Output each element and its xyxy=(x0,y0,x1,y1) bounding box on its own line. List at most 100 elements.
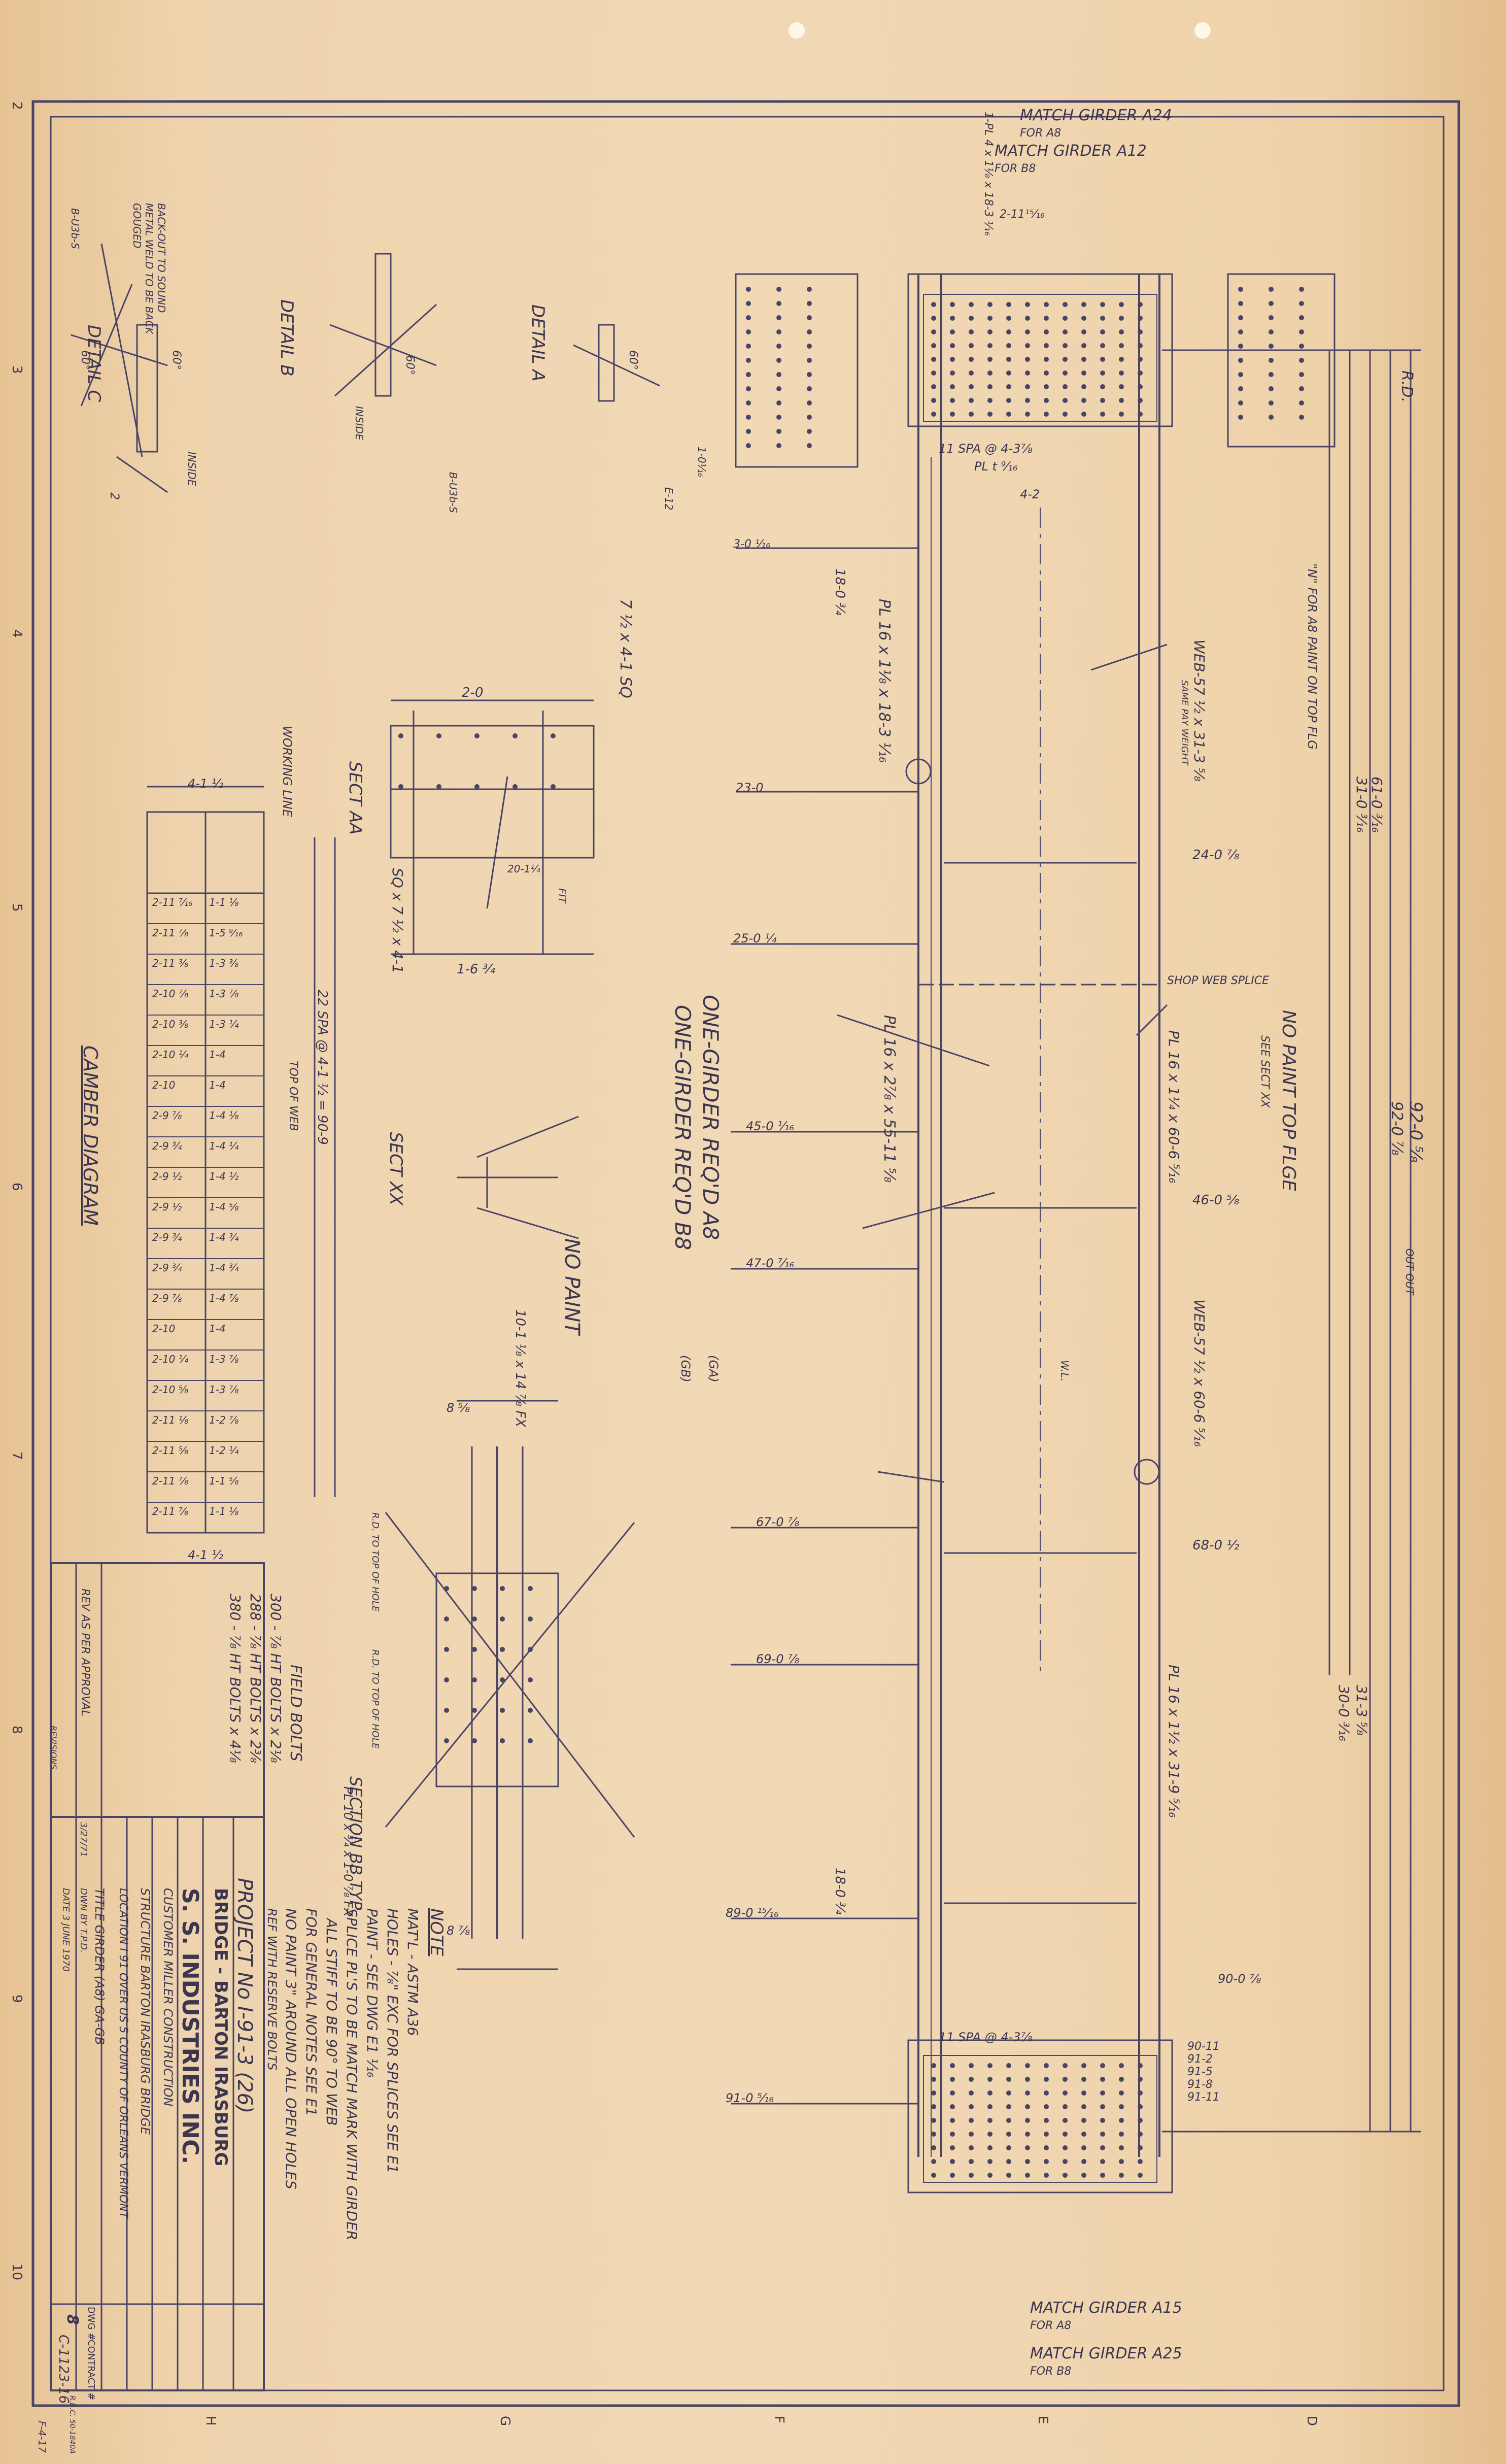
bolt-hole xyxy=(950,329,955,334)
bolt-hole xyxy=(1006,2145,1011,2150)
bolt-hole xyxy=(950,2077,955,2082)
bolt-hole xyxy=(1138,384,1143,389)
girder-reqd-a: ONE-GIRDER REQ'D A8 xyxy=(698,995,723,1240)
station: 69-0 ⅞ xyxy=(756,1652,800,1666)
bolt-hole xyxy=(1081,2063,1086,2068)
bolt-hole xyxy=(1269,301,1274,306)
rd-label: R.D. xyxy=(1398,370,1416,403)
web-top-callout: WEB-57 ½ x 31-3 ⁵⁄₈ xyxy=(1191,639,1208,782)
bolt-hole xyxy=(776,358,781,363)
bolt-hole xyxy=(474,733,480,738)
bolt-hole xyxy=(950,398,955,403)
bolt-hole xyxy=(512,733,518,738)
bolt-hole xyxy=(1081,2077,1086,2082)
bolt-hole xyxy=(987,343,992,348)
bolt-hole xyxy=(776,386,781,391)
right-dim: 92-0 ⅞ xyxy=(1388,1101,1406,1156)
border-number: 7 xyxy=(9,1452,24,1460)
sect-aa-dim: 2-0 xyxy=(462,685,484,700)
bolt-hole xyxy=(1119,316,1124,321)
station: 18-0 ¾ xyxy=(832,1868,847,1915)
camber-cell: 1-4 ⅝ xyxy=(209,1201,239,1213)
bolt-hole xyxy=(444,1647,449,1652)
revision-entry: REV AS PER APPROVAL xyxy=(79,1589,91,1716)
bolt-hole xyxy=(444,1677,449,1682)
bolt-hole xyxy=(500,1586,505,1591)
bolt-hole xyxy=(1119,412,1124,417)
bolt-hole xyxy=(776,372,781,377)
bolt-hole xyxy=(950,2173,955,2178)
bolt-hole xyxy=(528,1677,533,1682)
bolt-hole xyxy=(776,400,781,406)
bolt-hole xyxy=(776,443,781,448)
camber-cell: 1-4 ½ xyxy=(209,1170,239,1183)
girder-gb: (GB) xyxy=(678,1355,693,1382)
section-bb-rd2: R.D. TO TOP OF HOLE xyxy=(370,1649,381,1749)
camber-cell: 2-11 ⁷⁄₈ xyxy=(152,927,189,939)
bolt-hole xyxy=(1063,2132,1068,2137)
bolt-hole xyxy=(1044,357,1049,362)
bolt-hole xyxy=(436,784,441,789)
bolt-hole xyxy=(1044,343,1049,348)
dwg-label: DWG # xyxy=(86,2307,96,2341)
camber-cell: 1-4 xyxy=(209,1049,226,1061)
bolt-hole xyxy=(1063,2145,1068,2150)
contract-label: CONTRACT # xyxy=(86,2340,96,2401)
bolt-hole xyxy=(1238,329,1243,334)
field-bolts-line: 380 - ⅞ HT BOLTS x 4⅛ xyxy=(227,1594,244,1763)
drawn-by: DWN BY T.P.D. xyxy=(78,1888,89,1953)
bolt-hole xyxy=(1006,2077,1011,2082)
sect-aa-dim: 1-6 ¾ xyxy=(457,962,495,977)
bolt-hole xyxy=(987,2118,992,2123)
bolt-hole xyxy=(500,1708,505,1713)
pay-weight-note: SAME PAY WEIGHT xyxy=(1179,680,1190,766)
bolt-hole xyxy=(1138,2063,1143,2068)
drawing-number: C-1123-16 xyxy=(56,2335,71,2404)
sect-aa-sq: SQ x 7 ½ x 4-1 xyxy=(389,868,406,974)
bolt-hole xyxy=(1138,2118,1143,2123)
bolt-hole xyxy=(1081,2104,1086,2109)
bolt-hole xyxy=(1299,315,1304,320)
bolt-hole xyxy=(950,2090,955,2096)
bolt-hole xyxy=(807,301,812,306)
bolt-hole xyxy=(969,302,974,307)
bolt-hole xyxy=(969,370,974,376)
camber-cell: 2-9 ⅞ xyxy=(152,1109,182,1122)
bolt-hole xyxy=(1006,398,1011,403)
bolt-hole xyxy=(1100,2118,1105,2123)
bolt-hole xyxy=(1025,2104,1030,2109)
bolt-hole xyxy=(1063,343,1068,348)
bolt-hole xyxy=(807,287,812,292)
bolt-hole xyxy=(807,415,812,420)
camber-cell: 2-10 xyxy=(152,1079,176,1091)
bolt-hole xyxy=(1025,329,1030,334)
bolt-hole xyxy=(1119,2159,1124,2164)
right-dim: 92-0 ⁵⁄₈ xyxy=(1406,1101,1426,1163)
bolt-hole xyxy=(969,2145,974,2150)
bolt-hole xyxy=(1119,370,1124,376)
project-number: PROJECT No I-91-3 (26) xyxy=(233,1878,256,2114)
splice-spacing-top: 11 SPA @ 4-3⅞ xyxy=(939,442,1033,456)
right-dim: 24-0 ⅞ xyxy=(1192,848,1240,863)
bolt-hole xyxy=(528,1647,533,1652)
border-number: 8 xyxy=(9,1726,24,1734)
bolt-hole xyxy=(746,329,751,334)
sheet-number: 8 xyxy=(63,2314,81,2325)
detail-b-title: DETAIL B xyxy=(277,299,297,377)
camber-cell: 1-3 ¼ xyxy=(209,1018,239,1030)
bolt-hole xyxy=(1238,372,1243,377)
bolt-hole xyxy=(1044,384,1049,389)
camber-cell: 2-11 ⅞ xyxy=(152,1475,189,1487)
field-bolts-line: 288 - ⅞ HT BOLTS x 2⅜ xyxy=(247,1594,264,1763)
revisions-title: REVISIONS xyxy=(49,1726,58,1770)
bolt-hole xyxy=(1063,384,1068,389)
bolt-hole xyxy=(1025,398,1030,403)
border-letter: H xyxy=(203,2416,218,2426)
camber-cell: 1-4 xyxy=(209,1323,226,1335)
right-dim: 30-0 ³⁄₁₆ xyxy=(1336,1685,1352,1741)
bolt-hole xyxy=(528,1738,533,1743)
bolt-hole xyxy=(1119,2063,1124,2068)
right-dim-list: 91-11 xyxy=(1187,2091,1220,2104)
bolt-hole xyxy=(969,384,974,389)
